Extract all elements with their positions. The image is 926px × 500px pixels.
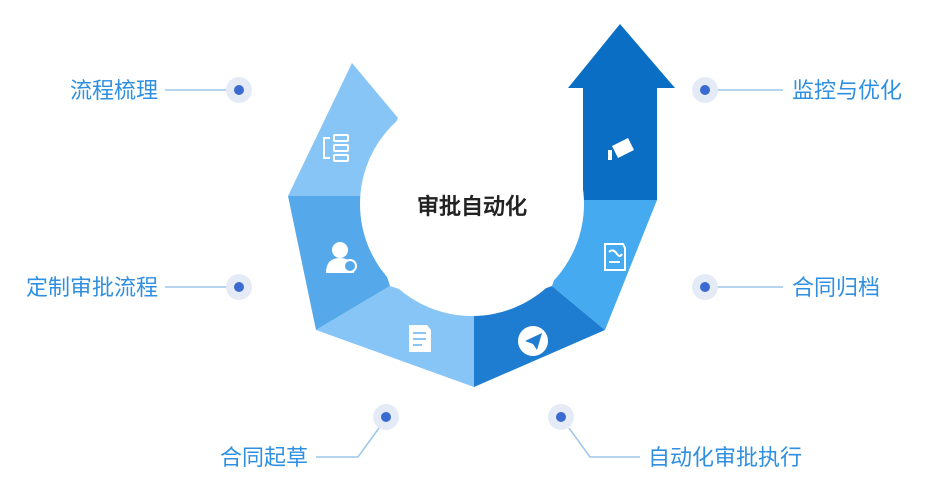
label-flow-sorting: 流程梳理 (70, 79, 158, 104)
label-auto-approval: 自动化审批执行 (648, 446, 802, 471)
center-title: 审批自动化 (417, 194, 527, 220)
surveillance-camera-icon (608, 138, 634, 160)
document-draft-icon (409, 325, 431, 352)
dot-contract-drafting (373, 404, 399, 430)
label-contract-archive: 合同归档 (792, 276, 880, 301)
paper-plane-icon (518, 326, 548, 356)
center-circle (360, 92, 584, 316)
dot-contract-archive (692, 274, 718, 300)
archive-document-icon (604, 243, 626, 271)
dot-auto-approval (548, 404, 574, 430)
flow-arrows-icon (323, 134, 349, 162)
segment-monitor-optimize (568, 24, 675, 200)
dot-flow-sorting (226, 77, 252, 103)
label-contract-drafting: 合同起草 (220, 446, 308, 471)
user-settings-icon (326, 242, 357, 273)
segment-contract-drafting (316, 286, 474, 387)
dot-monitor-optimize (692, 77, 718, 103)
leader-auto-approval (568, 427, 640, 458)
leader-contract-drafting (316, 427, 380, 458)
label-monitor-optimize: 监控与优化 (792, 79, 902, 104)
label-custom-approval: 定制审批流程 (26, 276, 158, 301)
dot-custom-approval (226, 274, 252, 300)
